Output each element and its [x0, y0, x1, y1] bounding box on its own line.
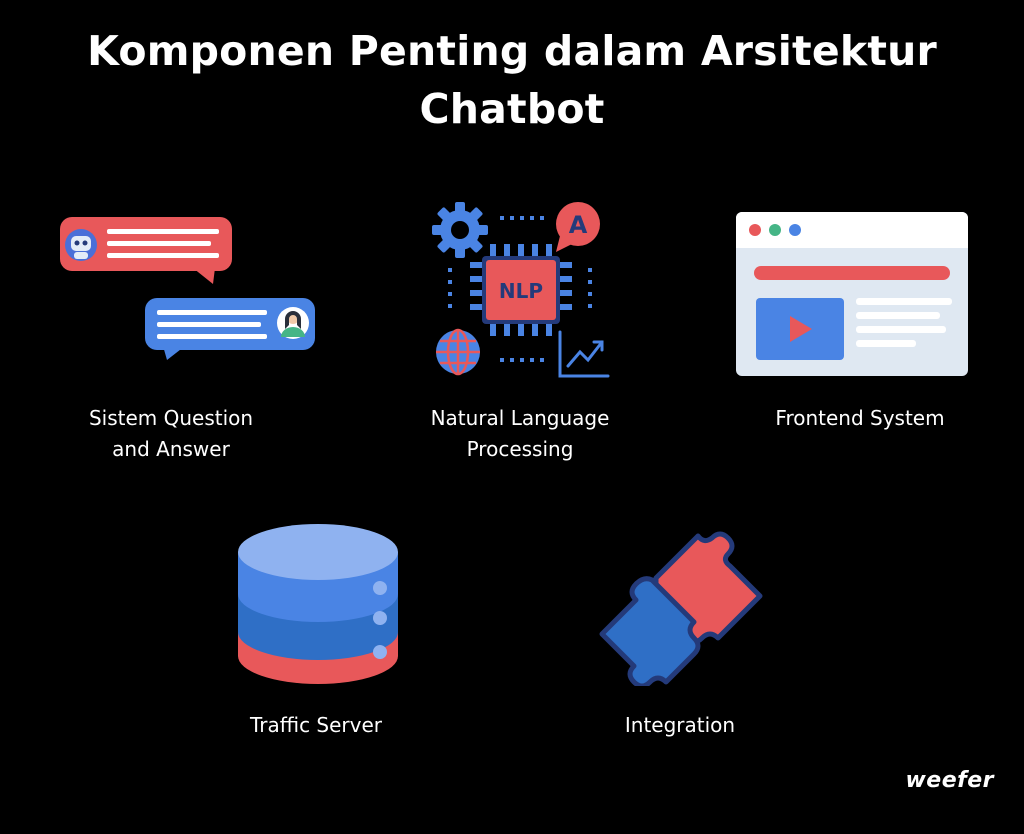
component-label-qa: Sistem Question and Answer [88, 406, 254, 461]
diagram-title: Komponen Penting dalam Arsitektur Chatbo… [0, 22, 1024, 138]
chip-text: NLP [499, 279, 543, 303]
title-line-2: Chatbot [419, 85, 605, 133]
component-label-traffic: Traffic Server [249, 713, 383, 737]
puzzle-pieces-icon [596, 520, 766, 690]
component-label-integration: Integration [624, 713, 736, 737]
brand-logo: weefer [905, 768, 994, 793]
bubble-letter: A [569, 211, 588, 239]
component-label-frontend: Frontend System [775, 406, 945, 430]
nlp-chip-icon: A NLP [428, 200, 613, 386]
browser-window-icon [736, 212, 970, 382]
component-label-nlp: Natural Language Processing [430, 406, 610, 461]
database-server-icon [236, 520, 400, 692]
title-line-1: Komponen Penting dalam Arsitektur [87, 27, 937, 75]
chat-bubbles-icon [55, 212, 320, 366]
